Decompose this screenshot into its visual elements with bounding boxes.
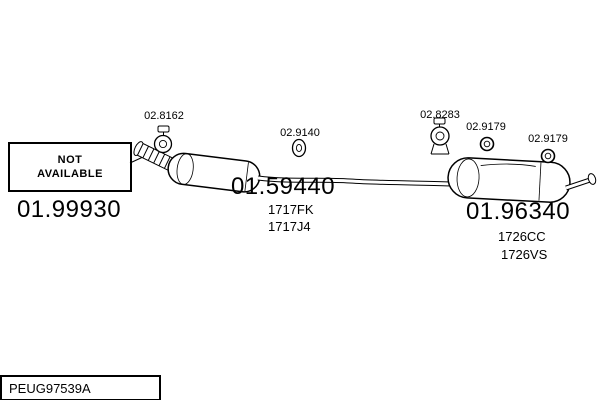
part-number-rear-silencer: 01.96340	[465, 198, 571, 225]
variant-code: 1717FK	[268, 202, 314, 217]
variant-code: 1726VS	[501, 247, 548, 262]
clamp-bracket-icon	[430, 117, 450, 155]
fitting-number-hanger: 02.9140	[280, 127, 320, 139]
part-number-middle-silencer: 01.59440	[230, 173, 336, 200]
part-number-front-pipe: 01.99930	[16, 196, 122, 223]
not-available-label-line2: AVAILABLE	[37, 168, 103, 180]
fitting-number-clamp-bracket: 02.8283	[420, 109, 460, 121]
mounting-ring-icon	[540, 148, 556, 164]
not-available-label-line1: NOT	[57, 154, 83, 166]
reference-code: PEUG97539A	[9, 380, 91, 396]
fitting-number-ring-right: 02.9179	[528, 133, 568, 145]
reference-code-box: PEUG97539A	[0, 375, 161, 400]
variant-code: 1726CC	[498, 229, 546, 244]
fitting-number-clamp: 02.8162	[144, 110, 184, 122]
mounting-ring-icon	[479, 136, 495, 152]
not-available-box: NOT AVAILABLE	[8, 142, 132, 192]
variant-code: 1717J4	[268, 219, 311, 234]
clamp-icon	[153, 125, 173, 154]
leader-line	[129, 156, 144, 164]
tail-pipe	[565, 173, 597, 191]
rubber-hanger-icon	[291, 138, 307, 158]
intermediate-pipe	[257, 175, 453, 187]
rear-silencer	[447, 157, 571, 203]
fitting-number-ring-left: 02.9179	[466, 121, 506, 133]
